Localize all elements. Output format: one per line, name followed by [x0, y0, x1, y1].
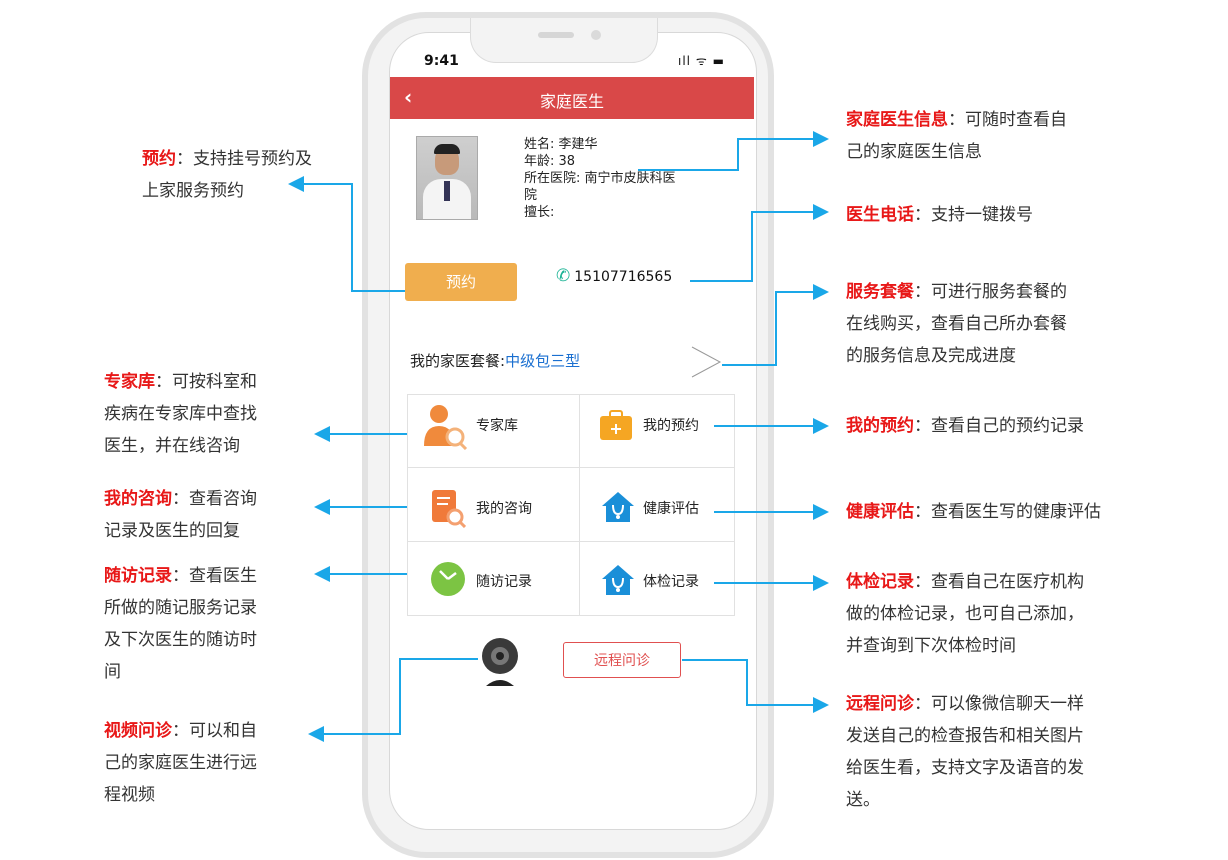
consultation-icon — [432, 490, 466, 528]
annotation-expert-library: 专家库：可按科室和 疾病在专家库中查找 医生，并在线咨询 — [104, 372, 257, 456]
annotation-video-consult: 视频问诊：可以和自 己的家庭医生进行远 程视频 — [104, 721, 257, 805]
grid-item-followup-records[interactable]: 随访记录 — [476, 574, 532, 590]
annotation-service-package: 服务套餐：可进行服务套餐的 在线购买，查看自己所办套餐 的服务信息及完成进度 — [846, 282, 1067, 366]
chevron-right-icon[interactable] — [690, 345, 726, 379]
checkup-house-icon — [602, 565, 634, 595]
appoint-button[interactable]: 预约 — [405, 263, 517, 301]
doctor-age: 年龄: 38 — [524, 154, 576, 169]
annotation-doctor-phone: 医生电话：支持一键拨号 — [846, 205, 1033, 225]
appointment-box-icon — [600, 410, 632, 440]
annotation-health-assessment: 健康评估：查看医生写的健康评估 — [846, 502, 1101, 522]
phone-icon: ✆ — [556, 266, 571, 286]
doctor-avatar — [416, 136, 478, 220]
package-value[interactable]: 中级包三型 — [505, 352, 581, 370]
doctor-specialty: 擅长: — [524, 205, 555, 220]
remote-consult-button[interactable]: 远程问诊 — [563, 642, 681, 678]
grid-item-my-appointments[interactable]: 我的预约 — [643, 418, 699, 434]
health-house-icon — [602, 492, 634, 522]
expert-icon — [424, 405, 468, 450]
doctor-phone[interactable]: ✆15107716565 — [556, 266, 672, 286]
annotation-checkup-records: 体检记录：查看自己在医疗机构 做的体检记录，也可自己添加， 并查询到下次体检时间 — [846, 572, 1084, 656]
annotation-followup: 随访记录：查看医生 所做的随记服务记录 及下次医生的随访时 间 — [104, 566, 257, 682]
avatar-tie — [444, 181, 450, 201]
avatar-hair — [434, 144, 460, 154]
annotation-appointment: 预约：支持挂号预约及 上家服务预约 — [142, 149, 312, 201]
status-time: 9:41 — [424, 53, 459, 69]
front-camera — [591, 30, 601, 40]
grid-item-my-consultations[interactable]: 我的咨询 — [476, 501, 532, 517]
doctor-name: 姓名: 李建华 — [524, 137, 598, 152]
grid-divider — [408, 467, 734, 468]
doctor-hospital: 所在医院: 南宁市皮肤科医 — [524, 171, 676, 186]
grid-divider — [579, 395, 580, 615]
page-title: 家庭医生 — [539, 92, 604, 111]
clock-icon — [431, 562, 465, 596]
annotation-doctor-info: 家庭医生信息：可随时查看自 己的家庭医生信息 — [846, 110, 1067, 162]
status-icons: ıll ᯤ ▬ — [678, 54, 725, 68]
doctor-hospital-cont: 院 — [524, 188, 538, 203]
package-row[interactable]: 我的家医套餐:中级包三型 — [410, 350, 580, 371]
grid-item-expert[interactable]: 专家库 — [476, 418, 518, 434]
phone-number[interactable]: 15107716565 — [574, 269, 673, 285]
navbar: ‹ 家庭医生 — [390, 77, 754, 119]
webcam-icon[interactable] — [478, 636, 522, 688]
phone-notch — [470, 18, 658, 63]
package-label: 我的家医套餐: — [410, 352, 506, 370]
annotation-my-appointments: 我的预约：查看自己的预约记录 — [846, 416, 1084, 436]
speaker-grille — [538, 32, 574, 38]
grid-divider — [408, 541, 734, 542]
back-icon[interactable]: ‹ — [404, 85, 413, 109]
grid-item-health-assessment[interactable]: 健康评估 — [643, 501, 699, 517]
annotation-remote-consult: 远程问诊：可以像微信聊天一样 发送自己的检查报告和相关图片 给医生看，支持文字及… — [846, 694, 1084, 810]
doctor-info: 姓名: 李建华 年龄: 38 所在医院: 南宁市皮肤科医 院 擅长: — [524, 136, 734, 221]
annotation-my-consultations: 我的咨询：查看咨询 记录及医生的回复 — [104, 489, 257, 541]
grid-item-checkup-records[interactable]: 体检记录 — [643, 574, 699, 590]
function-grid — [407, 394, 735, 616]
